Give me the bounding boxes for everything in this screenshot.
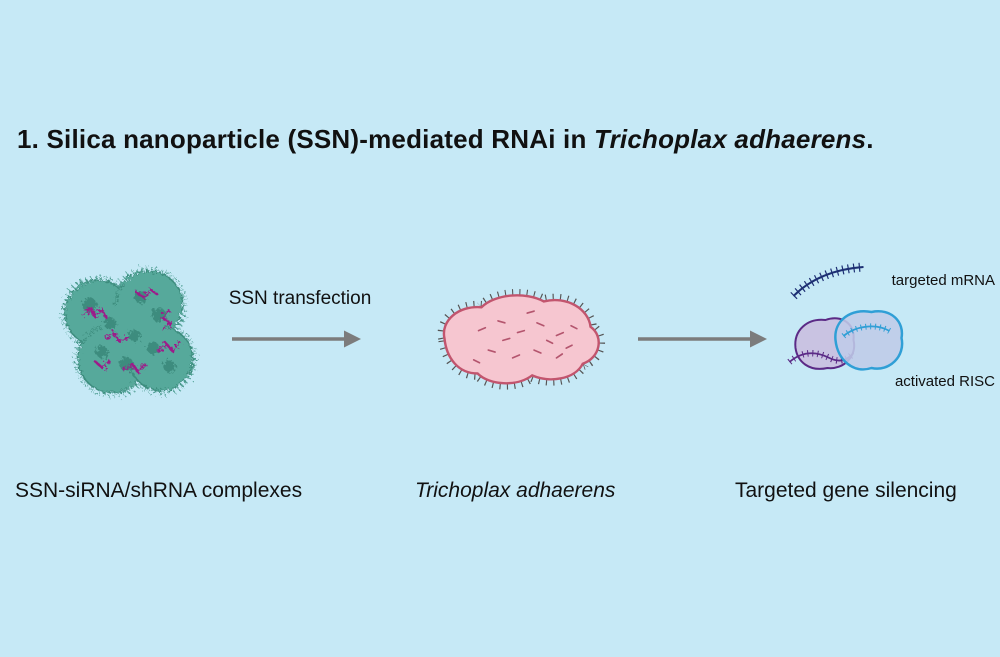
risc-illustration	[787, 262, 904, 371]
step-label-ssn-complexes: SSN-siRNA/shRNA complexes	[15, 479, 303, 502]
step-label-gene-silencing: Targeted gene silencing	[735, 479, 957, 502]
targeted-mrna-label: targeted mRNA	[891, 272, 995, 289]
trichoplax-illustration	[437, 289, 605, 390]
title-text-before: 1. Silica nanoparticle (SSN)-mediated RN…	[17, 124, 594, 154]
ssn-transfection-label: SSN transfection	[228, 288, 372, 309]
ssn-complex-illustration	[59, 266, 198, 398]
risc-illustration-group: targeted mRNA activated RISC	[782, 256, 995, 396]
arrow-right-icon	[232, 330, 361, 348]
step-label-trichoplax: Trichoplax adhaerens	[415, 479, 616, 502]
activated-risc-label: activated RISC	[894, 373, 995, 390]
title-text-after: .	[866, 124, 874, 154]
page-title: 1. Silica nanoparticle (SSN)-mediated RN…	[17, 124, 874, 155]
arrow-right-icon	[638, 330, 767, 348]
title-species-name: Trichoplax adhaerens	[594, 124, 867, 154]
